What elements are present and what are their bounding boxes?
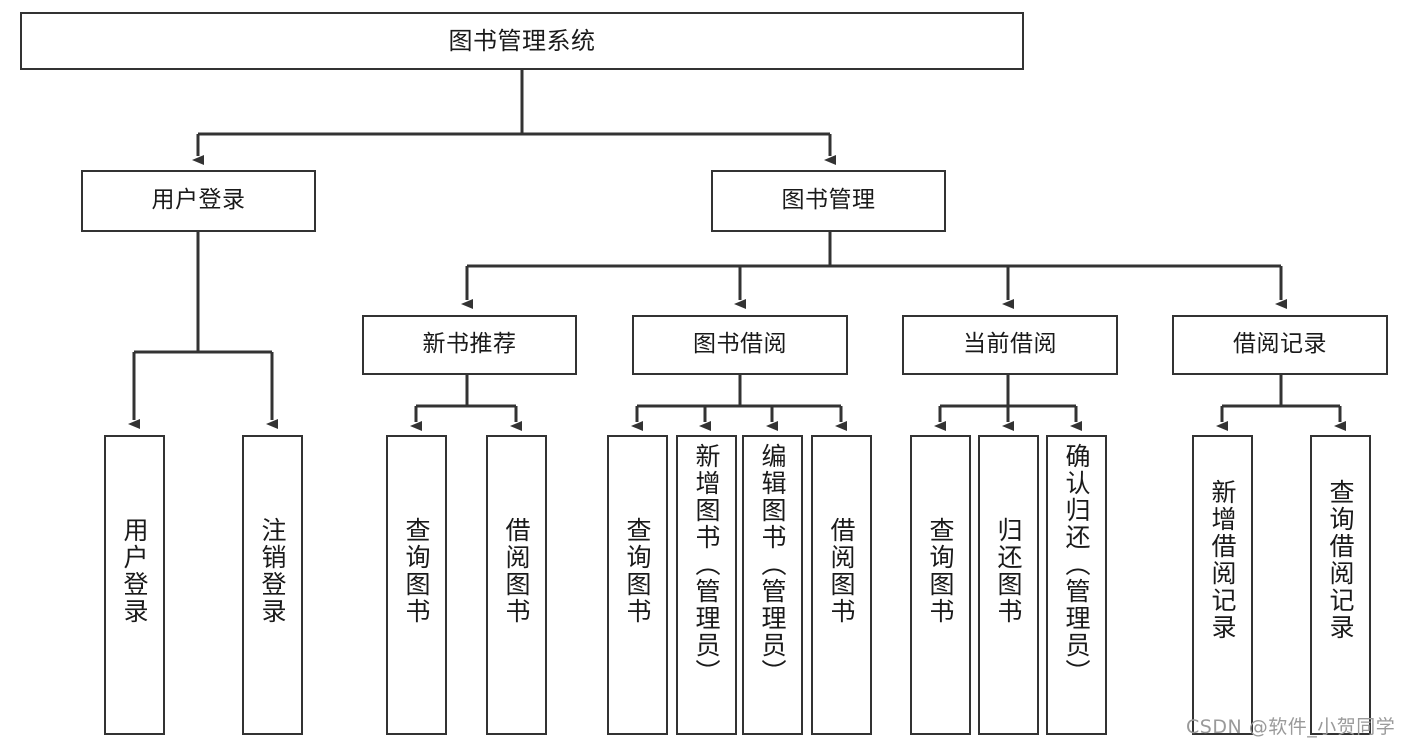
- node-user-login[interactable]: 用户登录: [81, 170, 316, 232]
- node-label: 编辑图书（管理员）: [758, 443, 787, 686]
- node-label: 用户登录: [120, 517, 149, 625]
- node-label: 图书管理系统: [448, 26, 596, 55]
- node-label: 图书借阅: [693, 331, 787, 358]
- node-label: 新增图书（管理员）: [692, 443, 721, 686]
- leaf-user-login[interactable]: 用户登录: [104, 435, 165, 735]
- leaf-query-borrow-record[interactable]: 查询借阅记录: [1310, 435, 1371, 735]
- node-label: 确认归还（管理员）: [1062, 443, 1091, 686]
- node-book-borrow[interactable]: 图书借阅: [632, 315, 848, 375]
- node-label: 用户登录: [151, 187, 246, 214]
- node-label: 借阅记录: [1233, 331, 1327, 358]
- node-current-borrow[interactable]: 当前借阅: [902, 315, 1118, 375]
- node-label: 借阅图书: [827, 517, 856, 625]
- node-label: 注销登录: [258, 517, 287, 625]
- leaf-confirm-return-admin[interactable]: 确认归还（管理员）: [1046, 435, 1107, 735]
- node-borrow-record[interactable]: 借阅记录: [1172, 315, 1388, 375]
- leaf-add-book-admin[interactable]: 新增图书（管理员）: [676, 435, 737, 735]
- leaf-borrow-books-borrow[interactable]: 借阅图书: [811, 435, 872, 735]
- node-new-book-recommend[interactable]: 新书推荐: [362, 315, 577, 375]
- leaf-query-books-recommend[interactable]: 查询图书: [386, 435, 447, 735]
- csdn-watermark: CSDN @软件_小贺同学: [1186, 716, 1396, 738]
- node-label: 图书管理: [781, 187, 876, 214]
- leaf-query-books-borrow[interactable]: 查询图书: [607, 435, 668, 735]
- leaf-query-books-current[interactable]: 查询图书: [910, 435, 971, 735]
- leaf-logout[interactable]: 注销登录: [242, 435, 303, 735]
- node-label: 借阅图书: [502, 517, 531, 625]
- node-label: 新增借阅记录: [1208, 479, 1237, 641]
- leaf-add-borrow-record[interactable]: 新增借阅记录: [1192, 435, 1253, 735]
- node-label: 新书推荐: [422, 331, 517, 358]
- node-label: 查询图书: [402, 517, 431, 625]
- leaf-return-book[interactable]: 归还图书: [978, 435, 1039, 735]
- node-label: 归还图书: [994, 517, 1023, 625]
- leaf-borrow-books-recommend[interactable]: 借阅图书: [486, 435, 547, 735]
- leaf-edit-book-admin[interactable]: 编辑图书（管理员）: [742, 435, 803, 735]
- node-book-management-system[interactable]: 图书管理系统: [20, 12, 1024, 70]
- node-label: 查询借阅记录: [1326, 479, 1355, 641]
- node-label: 当前借阅: [963, 331, 1057, 358]
- node-label: 查询图书: [926, 517, 955, 625]
- node-book-management[interactable]: 图书管理: [711, 170, 946, 232]
- node-label: 查询图书: [623, 517, 652, 625]
